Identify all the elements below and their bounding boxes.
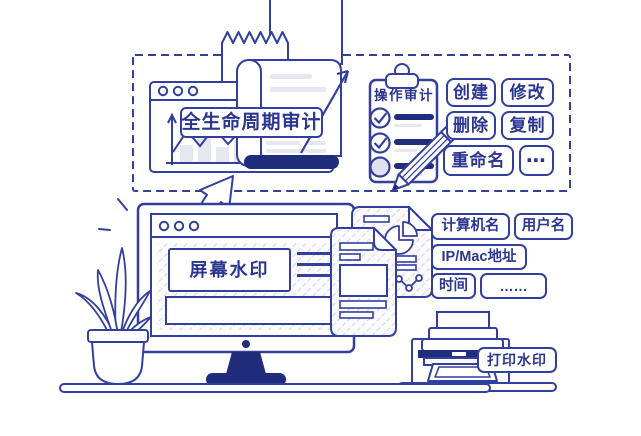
- operation-audit-title: 操作审计: [374, 87, 434, 103]
- plant-icon: [75, 247, 152, 385]
- dashed-audit-panel: [132, 54, 571, 192]
- info-tag-user-name: 用户名: [514, 213, 573, 240]
- info-tag-time: 时间: [431, 273, 476, 299]
- lifecycle-audit-label: 全生命周期审计: [180, 107, 323, 138]
- spark-marks: [98, 198, 128, 231]
- desk: [59, 382, 557, 393]
- monitor-icon: [136, 202, 356, 386]
- action-tag-modify: 修改: [501, 78, 554, 107]
- info-tag-more: ……: [480, 273, 547, 299]
- action-tag-create: 创建: [446, 78, 496, 107]
- trend-arrow-icon: [300, 69, 350, 154]
- screen-watermark-label: 屏幕水印: [168, 248, 291, 292]
- action-tag-copy: 复制: [501, 111, 554, 140]
- info-tag-computer-name: 计算机名: [431, 213, 510, 240]
- info-tag-ip-mac-address: IP/Mac地址: [431, 244, 527, 270]
- action-tag-delete: 删除: [446, 111, 496, 140]
- document-stack-icon: [330, 206, 433, 337]
- action-tag-rename: 重命名: [443, 145, 514, 176]
- action-tag-more: ⋯: [519, 145, 554, 176]
- print-watermark-label: 打印水印: [477, 347, 557, 373]
